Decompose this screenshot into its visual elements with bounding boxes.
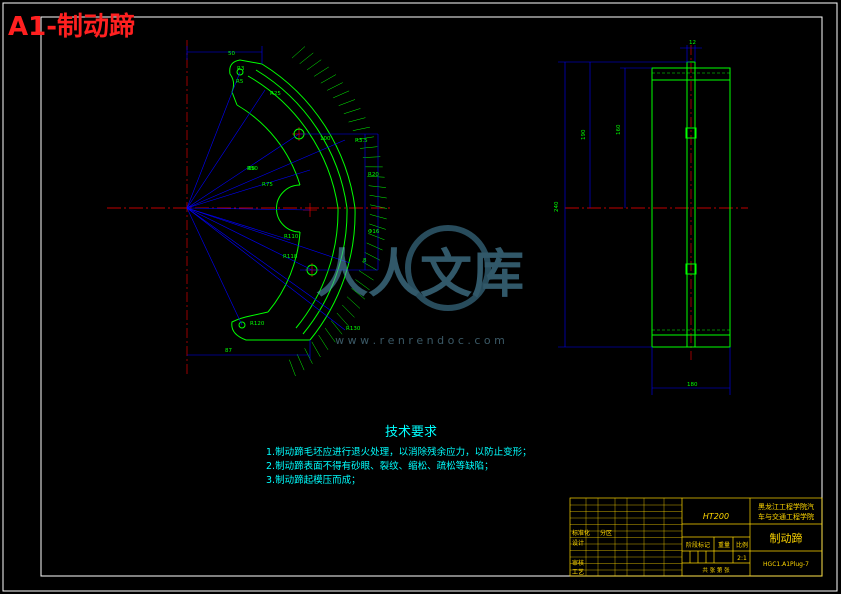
hatch-line	[369, 223, 386, 230]
hatch-line	[346, 296, 361, 309]
hatch-line	[364, 252, 381, 261]
part-name: 制动蹄	[770, 531, 803, 545]
technical-requirements-heading: 技术要求	[384, 425, 437, 440]
institution-line-2: 车与交通工程学院	[758, 512, 814, 521]
watermark-logo-ring	[405, 225, 491, 311]
process-label: 工艺	[572, 568, 584, 576]
hatch-line	[296, 354, 305, 371]
hatch-line	[342, 304, 355, 318]
dimension-label: 240	[554, 201, 560, 212]
hatch-line	[311, 341, 321, 358]
hatch-line	[368, 185, 386, 188]
hatch-line	[333, 90, 350, 99]
watermark-url: w w w . r e n r e n d o c . c o m	[335, 334, 505, 347]
dimension-label: R3.5	[355, 138, 368, 144]
hatch-line	[343, 108, 361, 114]
design-label: 设计	[572, 539, 584, 547]
hatch-line	[368, 233, 385, 241]
dimension-label: 88	[248, 166, 255, 172]
hatch-line	[355, 279, 370, 291]
requirement-item-3: 3.制动蹄起模压而成；	[266, 475, 361, 486]
hatch-line	[366, 242, 383, 251]
lining-hatch	[289, 46, 388, 377]
dimension-label: Φ16	[368, 229, 380, 235]
dimension-label: 12	[689, 40, 696, 46]
dimension-label: R25	[270, 91, 281, 97]
right-view: 12 190 160 240 180	[554, 40, 748, 395]
hatch-line	[360, 146, 378, 149]
material-label: HT200	[703, 512, 729, 521]
dimension-label: R118	[283, 254, 298, 260]
technical-requirements: 技术要求 1.制动蹄毛坯应进行退火处理，以消除残余应力，以防止变形； 2.制动蹄…	[266, 426, 556, 488]
requirement-item-1: 1.制动蹄毛坯应进行退火处理，以消除残余应力，以防止变形；	[266, 447, 532, 458]
dimension-label: R130	[346, 326, 361, 332]
inner-frame	[40, 16, 823, 577]
hatch-line	[331, 320, 343, 335]
dimension-label: R75	[262, 182, 273, 188]
hatch-line	[351, 288, 366, 300]
requirement-item-2: 2.制动蹄表面不得有砂眼、裂纹、缩松、疏松等缺陷；	[266, 461, 494, 472]
hatch-line	[369, 204, 388, 209]
hatch-line	[289, 359, 296, 377]
hatch-line	[336, 312, 349, 327]
dimension-label: R50	[247, 166, 258, 172]
hatch-line	[358, 270, 374, 281]
hatch-line	[306, 59, 322, 71]
standardization-label: 标准化	[572, 529, 590, 537]
review-label: 审核	[572, 559, 584, 567]
dimension-label: R5	[236, 79, 244, 85]
sheet-info: 共 张 第 张	[702, 566, 730, 574]
dimension-label: 87	[225, 348, 232, 354]
dimension-label: R3	[237, 66, 245, 72]
right-dimension-lines	[558, 45, 731, 395]
page-title: A1-制动蹄	[8, 12, 136, 42]
hatch-line	[318, 334, 329, 350]
hatch-line	[338, 99, 356, 106]
hatch-line	[327, 82, 343, 91]
watermark: 人人文库 w w w . r e n r e n d o c . c o m	[316, 225, 524, 347]
dimension-label: 50	[228, 51, 235, 57]
hatch-line	[291, 46, 306, 59]
hatch-line	[324, 327, 336, 343]
brake-shoe-outline	[229, 59, 356, 341]
hatch-line	[367, 175, 385, 178]
hatch-line	[313, 66, 329, 77]
drawing-number: HGC1.A1Plug-7	[763, 561, 809, 568]
scale-value: 2:1	[737, 555, 747, 562]
weight-label: 重量	[718, 541, 730, 549]
dimension-label: 190	[581, 129, 587, 140]
title-block: HT200 黑龙江工程学院汽 车与交通工程学院 制动蹄 HGC1.A1Plug-…	[569, 497, 823, 577]
dimension-label: R110	[284, 234, 299, 240]
scale-label: 比例	[736, 541, 748, 549]
dimension-label: 8	[363, 258, 367, 264]
institution-line-1: 黑龙江工程学院汽	[758, 502, 814, 511]
hatch-line	[361, 261, 378, 271]
dimension-label: 100	[320, 136, 331, 142]
dimension-label: 160	[616, 124, 622, 135]
stage-mark-label: 阶段标记	[686, 541, 710, 549]
hatch-line	[320, 74, 337, 84]
dimension-lines	[186, 46, 379, 360]
dimension-label: R120	[250, 321, 265, 327]
dimension-label: R20	[368, 172, 379, 178]
watermark-brand: 人人文库	[316, 245, 524, 305]
hatch-line	[299, 52, 314, 64]
hatch-line	[352, 126, 370, 131]
partition-label: 分区	[600, 529, 612, 537]
hatch-line	[348, 117, 366, 123]
side-view-outline	[651, 61, 731, 348]
dimension-label: 180	[687, 382, 698, 388]
hatch-line	[304, 348, 313, 364]
hatch-line	[362, 156, 381, 158]
side-view-hidden-lines	[652, 72, 730, 331]
